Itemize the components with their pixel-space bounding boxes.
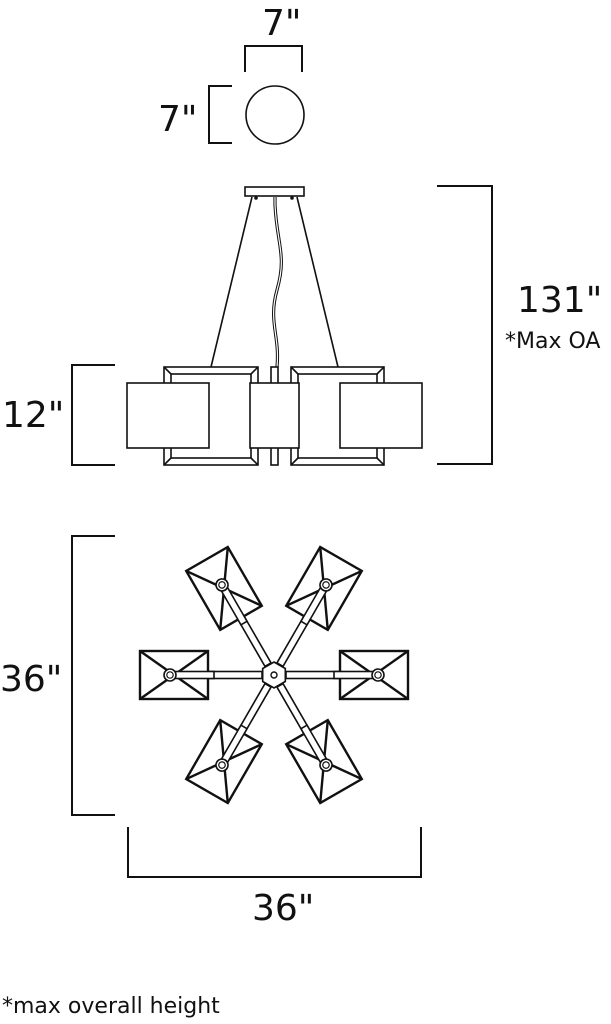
footnote: *max overall height	[2, 994, 220, 1019]
overall-height-note: *Max OA	[505, 329, 601, 354]
arm-right	[284, 649, 410, 701]
plan-width-label: 36"	[252, 888, 315, 929]
canopy-width-label: 7"	[262, 3, 302, 44]
canopy-plate	[244, 186, 305, 197]
cable-left	[210, 196, 253, 368]
depth-bracket	[71, 535, 115, 816]
shade-height-label: 12"	[2, 395, 65, 436]
width-bracket	[127, 827, 422, 878]
plan-view	[71, 535, 422, 878]
overall-height-bracket	[437, 185, 493, 465]
shade-center	[249, 382, 300, 449]
overall-height-label: 131"	[517, 280, 603, 321]
side-view	[71, 185, 493, 466]
canopy-height-bracket	[208, 85, 232, 144]
cable-right	[296, 196, 339, 368]
shade-right	[339, 382, 423, 449]
canopy-circle	[245, 85, 305, 145]
canopy-top-view	[208, 45, 305, 145]
canopy-width-bracket	[244, 45, 303, 72]
shade-height-bracket	[71, 364, 115, 466]
power-cord	[271, 197, 283, 368]
canopy-height-label: 7"	[158, 99, 198, 140]
shade-left	[126, 382, 210, 449]
arm-left	[138, 649, 264, 701]
plan-depth-label: 36"	[0, 659, 63, 700]
